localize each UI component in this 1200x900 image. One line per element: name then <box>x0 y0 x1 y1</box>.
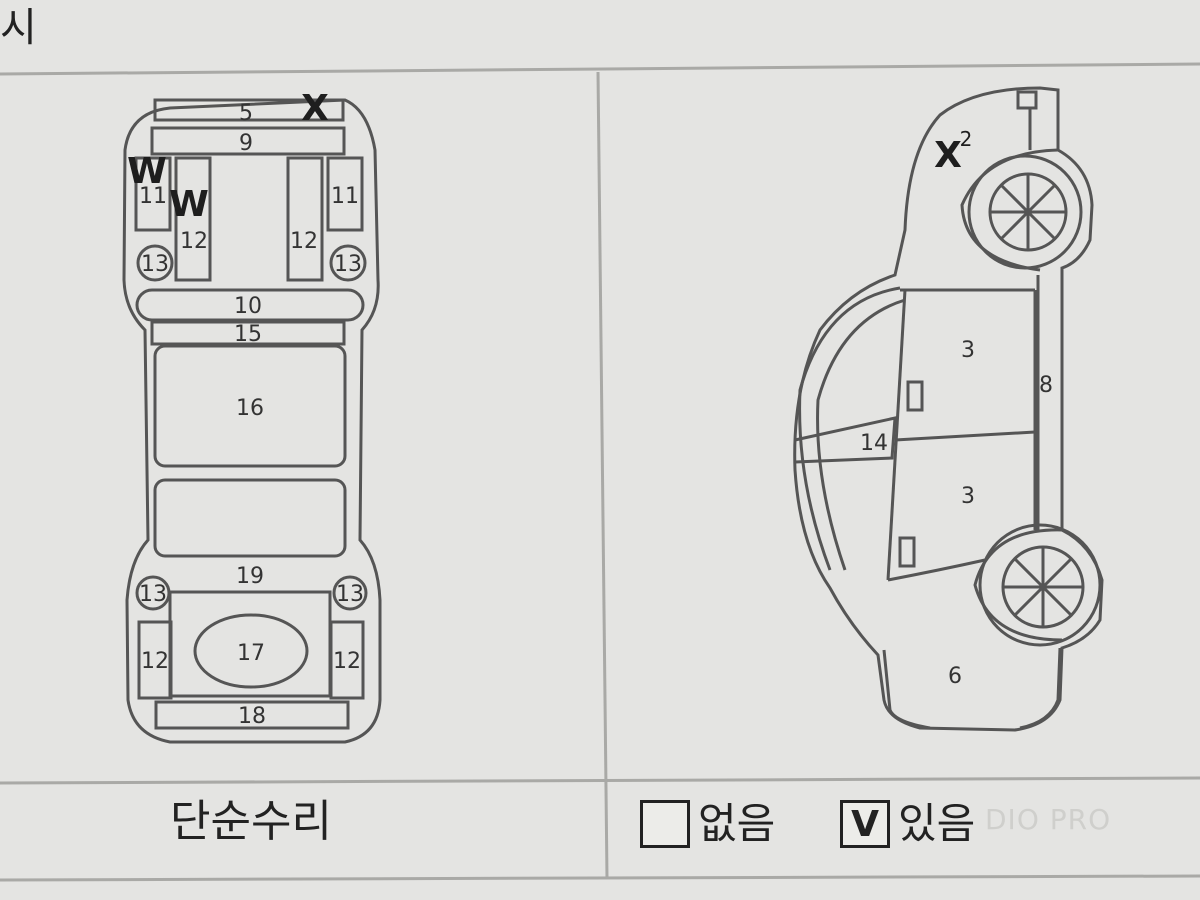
grid-line-top <box>0 62 1200 76</box>
label-8: 8 <box>1039 373 1053 398</box>
mark-w-11: W <box>127 151 167 192</box>
label-16: 16 <box>236 396 264 421</box>
label-3-upper: 3 <box>961 338 975 363</box>
panel-18 <box>154 700 350 730</box>
grid-line-bottom <box>0 874 1200 882</box>
label-11-right: 11 <box>331 184 359 209</box>
front-wheel-spoke-d <box>999 183 1057 241</box>
sill <box>887 558 986 582</box>
rear-wheel-arch <box>973 528 1063 642</box>
label-19: 19 <box>236 564 264 589</box>
car-top-marks: X W W <box>127 88 329 225</box>
mirror <box>1016 90 1038 110</box>
car-side-view <box>793 86 1104 732</box>
rear-wheel-tire <box>978 523 1102 647</box>
roof-inner <box>816 298 906 571</box>
door-b-pillar <box>886 289 907 581</box>
panel-13-front-right <box>329 244 367 282</box>
panel-10 <box>135 288 365 322</box>
car-side-labels: 3 3 8 14 6 <box>860 338 1053 689</box>
door-split <box>894 430 1036 442</box>
panel-15 <box>150 320 346 346</box>
grid-line-middle <box>0 776 1200 785</box>
rear-wheel-spoke-d <box>1013 557 1073 617</box>
panel-13-front-left <box>136 244 174 282</box>
car-top-outline <box>122 98 382 744</box>
option-present-label: 있음 <box>898 799 976 848</box>
label-13-front-right: 13 <box>334 252 362 277</box>
label-13-front-left: 13 <box>141 252 169 277</box>
simple-repair-label: 단순수리 <box>170 796 332 847</box>
watermark: DIO PRO <box>985 803 1112 836</box>
door-handle-front <box>906 380 924 412</box>
label-12-rear-left: 12 <box>141 649 169 674</box>
car-top-view <box>122 98 382 744</box>
grid-line-divider <box>596 71 609 879</box>
panel-11-left <box>134 156 172 232</box>
label-9: 9 <box>239 131 253 156</box>
label-10: 10 <box>234 294 262 319</box>
header-glyph: 시 <box>0 5 37 51</box>
rear-lower <box>882 649 931 730</box>
option-none-label: 없음 <box>698 799 776 848</box>
panel-12-rear-right <box>329 620 365 700</box>
panel-14-strip <box>794 416 897 464</box>
panel-12-right <box>286 156 324 282</box>
label-6: 6 <box>948 664 962 689</box>
panel-center <box>153 478 347 558</box>
roof-curve <box>798 286 901 571</box>
label-12-right: 12 <box>290 229 318 254</box>
panel-9 <box>150 126 346 156</box>
label-11-left: 11 <box>139 184 167 209</box>
panel-12-rear-left <box>137 620 173 700</box>
panel-12-left <box>174 156 212 282</box>
panel-11-right <box>326 156 364 232</box>
car-side-marks: X 2 <box>934 127 972 176</box>
mark-x2: X <box>934 135 962 176</box>
table-grid <box>0 62 1200 882</box>
front-wheel-tire <box>967 154 1083 270</box>
mark-x2-superscript: 2 <box>960 127 973 151</box>
label-17: 17 <box>237 641 265 666</box>
option-present[interactable]: V 있음 <box>840 800 975 848</box>
label-18: 18 <box>238 704 266 729</box>
label-14: 14 <box>860 431 888 456</box>
checkbox-none[interactable] <box>640 800 690 848</box>
door-handle-rear <box>898 536 916 568</box>
label-3-lower: 3 <box>961 484 975 509</box>
label-12-left: 12 <box>180 229 208 254</box>
label-15: 15 <box>234 322 262 347</box>
label-13-rear-right: 13 <box>336 582 364 607</box>
label-12-rear-right: 12 <box>333 649 361 674</box>
panel-13-rear-right <box>332 575 368 611</box>
panel-16 <box>153 344 347 468</box>
label-13-rear-left: 13 <box>139 582 167 607</box>
panel-5 <box>153 98 345 122</box>
mark-x-5: X <box>301 88 329 129</box>
mark-w-12: W <box>169 184 209 225</box>
option-none[interactable]: 없음 <box>640 800 775 848</box>
panel-17 <box>193 613 309 689</box>
car-top-labels: 5 9 11 11 12 12 13 13 10 15 16 19 13 13 … <box>139 101 364 729</box>
label-5: 5 <box>239 101 253 126</box>
rear-bumper <box>1019 647 1062 730</box>
front-wheel-arch <box>960 148 1059 272</box>
checkbox-present[interactable]: V <box>840 800 890 848</box>
